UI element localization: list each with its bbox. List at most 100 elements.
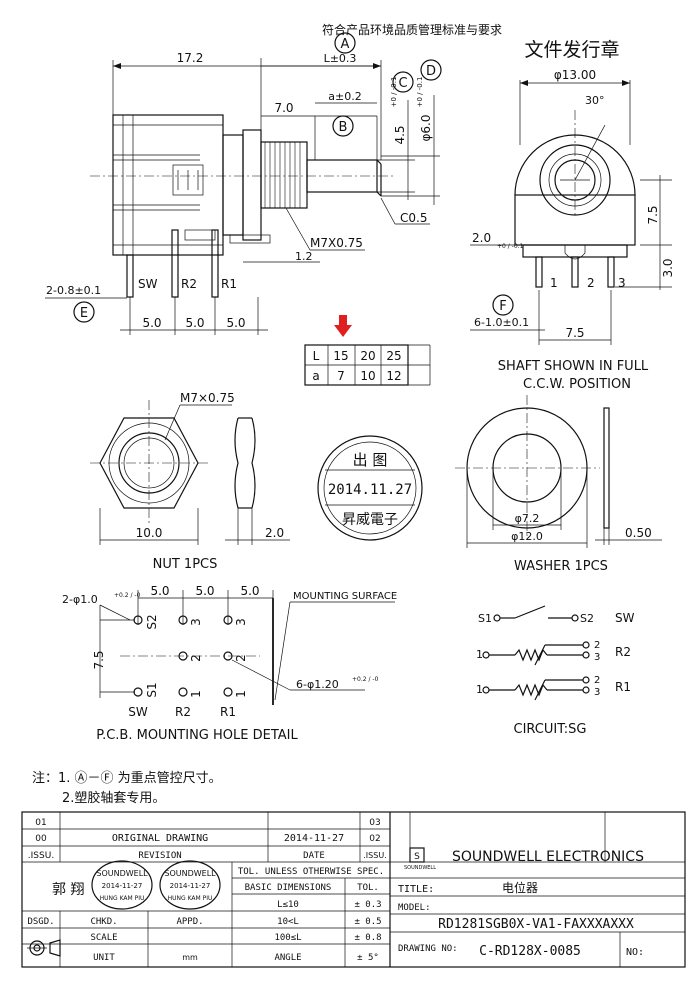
pin-label-r2: R2 — [181, 277, 197, 291]
chamfer-label: C0.5 — [400, 211, 427, 225]
pcb-vertical: 7.5 — [92, 650, 106, 669]
svg-text:E: E — [80, 306, 88, 321]
svg-text:± 5°: ± 5° — [357, 953, 379, 963]
svg-text:10<L: 10<L — [277, 917, 299, 927]
stamp-title: 文件发行章 — [524, 39, 619, 61]
svg-text:5.0: 5.0 — [240, 584, 259, 598]
washer-thick: 0.50 — [625, 526, 652, 540]
svg-text:5.0: 5.0 — [195, 584, 214, 598]
svg-text:2014-11-27: 2014-11-27 — [170, 882, 211, 890]
side-7-5: 7.5 — [646, 205, 660, 224]
svg-text:R2: R2 — [615, 645, 631, 659]
svg-text:D: D — [426, 64, 436, 79]
svg-text:02: 02 — [369, 834, 380, 844]
svg-text:SOUNDWELL: SOUNDWELL — [96, 869, 148, 878]
tol-title: TOL. UNLESS OTHERWISE SPEC. — [238, 867, 384, 877]
circle-b — [332, 115, 354, 137]
svg-text:CHKD.: CHKD. — [90, 917, 117, 927]
svg-text:R1: R1 — [615, 680, 631, 694]
svg-text:DRAWING NO:: DRAWING NO: — [398, 944, 458, 954]
pcb-detail: 5.0 5.0 5.0 2-φ1.0 +0.2 / -0 7.5 S2 S1 3… — [62, 584, 397, 743]
svg-text:TOL.: TOL. — [357, 883, 379, 893]
pcb-holes-small: 2-φ1.0 — [62, 593, 98, 606]
svg-text:S: S — [414, 852, 420, 862]
approval-stamp-2: SOUNDWELL 2014-11-27 HUNG KAM PIU — [159, 860, 221, 910]
svg-text:SOUNDWELL: SOUNDWELL — [164, 869, 216, 878]
company-logo-icon — [409, 847, 425, 863]
svg-text:F: F — [499, 299, 506, 314]
dim-shaft-d2-tol: +0 / -0.1 — [416, 77, 424, 108]
svg-text:2: 2 — [189, 654, 203, 662]
svg-text:10: 10 — [360, 369, 375, 383]
svg-text:5.0: 5.0 — [150, 584, 169, 598]
projection-symbol-icon — [27, 939, 61, 957]
pcb-holes-large-tol: +0.2 / -0 — [352, 676, 379, 683]
svg-text:15: 15 — [333, 349, 348, 363]
svg-text:25: 25 — [386, 349, 401, 363]
dim-overall: 17.2 — [177, 51, 204, 65]
svg-text:3: 3 — [189, 618, 203, 626]
svg-text:S1: S1 — [478, 612, 492, 625]
dim-l: L±0.3 — [324, 52, 357, 65]
pin-offset: 2-0.8±0.1 — [46, 284, 101, 297]
seal-bottom: 昇威電子 — [342, 512, 398, 528]
dim-1-2: 1.2 — [295, 250, 313, 263]
main-view: 17.2 L±0.3 7.0 a±0.2 4.5 +0 / -0.1 φ6.0 … — [45, 32, 442, 335]
nut-caption: NUT 1PCS — [153, 557, 218, 572]
svg-text:12: 12 — [386, 369, 401, 383]
pin-spacing-2: 5.0 — [185, 316, 204, 330]
svg-text:mm: mm — [182, 953, 198, 962]
svg-text:C: C — [398, 76, 407, 91]
svg-text:± 0.3: ± 0.3 — [354, 900, 381, 910]
circuit-caption: CIRCUIT:SG — [514, 722, 587, 737]
svg-text:2014-11-27: 2014-11-27 — [102, 882, 143, 890]
svg-text:L: L — [313, 349, 320, 363]
circle-f — [492, 294, 514, 316]
mounting-surface: MOUNTING SURFACE — [293, 591, 397, 602]
circle-e — [73, 301, 95, 323]
side-angle: 30° — [585, 94, 605, 107]
thread-label: M7X0.75 — [310, 236, 363, 250]
top-note: 符合产品环境品质管理标准与要求 — [322, 22, 502, 37]
svg-text:3: 3 — [594, 652, 600, 663]
svg-text:SW: SW — [128, 705, 148, 719]
dim-7: 7.0 — [274, 101, 293, 115]
note-2: 2.塑胶轴套专用。 — [62, 790, 165, 806]
dim-shaft-d1: 4.5 — [393, 125, 407, 144]
svg-text:HUNG KAM PIU: HUNG KAM PIU — [100, 895, 145, 902]
pcb-holes-small-tol: +0.2 / -0 — [114, 592, 141, 599]
dim-shaft-d1-tol: +0 / -0.1 — [390, 77, 398, 108]
svg-text:03: 03 — [369, 818, 380, 828]
side-2-0: 2.0 — [472, 231, 491, 245]
side-caption-2: C.C.W. POSITION — [523, 377, 631, 392]
side-view: φ13.00 30° 7.5 3.0 2.0 +0 / -0.1 1 2 3 F… — [470, 68, 675, 392]
washer-caption: WASHER 1PCS — [514, 559, 608, 574]
svg-text:100≤L: 100≤L — [274, 933, 301, 943]
marker-arrow — [334, 315, 352, 337]
svg-text:2: 2 — [594, 640, 600, 651]
svg-text:BASIC DIMENSIONS: BASIC DIMENSIONS — [245, 883, 332, 893]
drawing-no: C-RD128X-0085 — [479, 944, 581, 959]
orig-drawing: ORIGINAL DRAWING — [112, 833, 208, 844]
svg-text:1: 1 — [189, 690, 203, 698]
svg-text:DSGD.: DSGD. — [27, 917, 54, 927]
pcb-holes-large: 6-φ1.20 — [296, 678, 339, 691]
pin-spacing-1: 5.0 — [142, 316, 161, 330]
dim-shaft-d2: φ6.0 — [419, 115, 433, 142]
nut-across: 10.0 — [136, 526, 163, 540]
model-value: RD1281SGB0X-VA1-FAXXXAXXX — [438, 917, 634, 932]
svg-text:2: 2 — [234, 654, 248, 662]
signer: 郭 翔 — [52, 881, 84, 898]
circle-d — [420, 59, 442, 81]
svg-text:3: 3 — [594, 687, 600, 698]
svg-text:NO:: NO: — [626, 947, 644, 958]
svg-text:UNIT: UNIT — [93, 953, 115, 963]
housing — [112, 114, 224, 256]
svg-text:L≤10: L≤10 — [277, 900, 299, 910]
approval-stamp-1: SOUNDWELL 2014-11-27 HUNG KAM PIU — [91, 860, 153, 910]
svg-text:R2: R2 — [175, 705, 191, 719]
washer-outer-dim: φ12.0 — [511, 530, 543, 543]
svg-text:± 0.8: ± 0.8 — [354, 933, 381, 943]
